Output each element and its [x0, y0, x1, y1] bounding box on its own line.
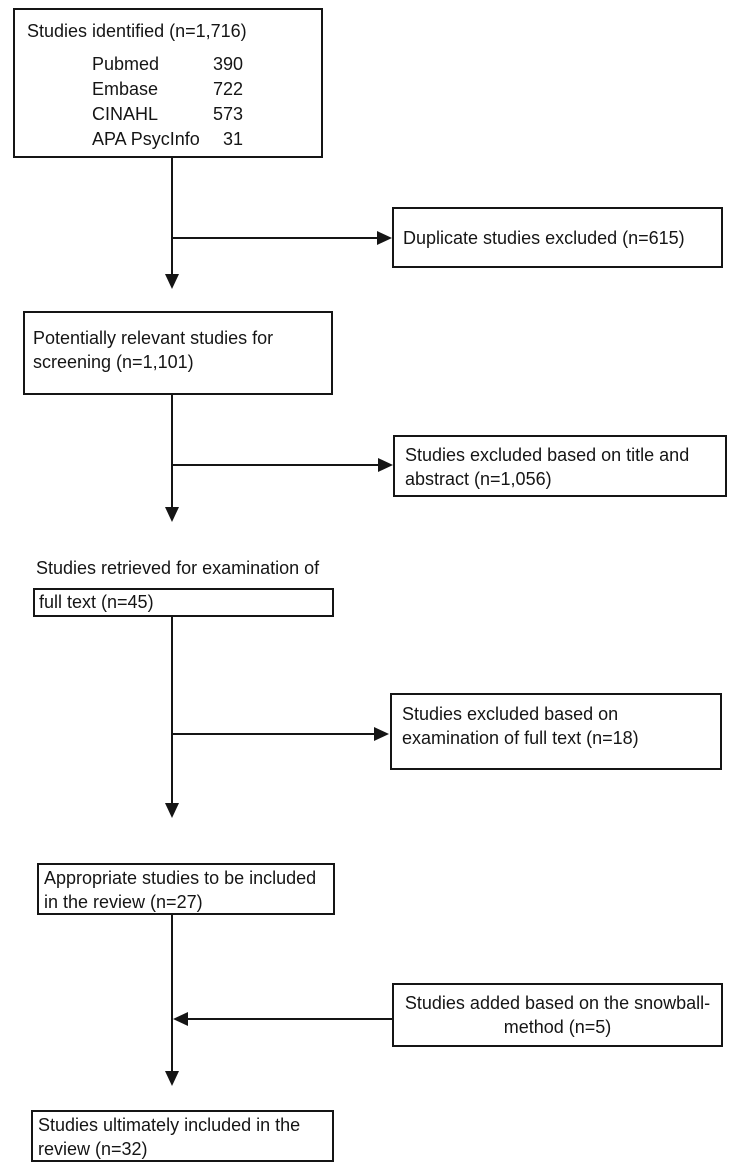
source-name: APA PsycInfo [92, 129, 200, 149]
connector-snowball-merge [188, 1018, 392, 1020]
box-duplicates-excluded: Duplicate studies excluded (n=615) [392, 207, 723, 268]
source-name: Pubmed [92, 54, 160, 74]
fulltext-retrieved-boxed-line: full text (n=45) [39, 592, 154, 612]
source-name: Embase [92, 79, 159, 99]
box-snowball-added: Studies added based on the snowball- met… [392, 983, 723, 1047]
source-name: CINAHL [92, 104, 159, 124]
excluded-fulltext-text: Studies excluded based on examination of… [402, 704, 639, 748]
down-arrowhead-icon [165, 1071, 179, 1086]
connector-branch-to-duplicates [172, 237, 377, 239]
snowball-added-text: Studies added based on the snowball- met… [404, 993, 711, 1037]
source-row-apa-psycinfo: APA PsycInfo 31 [92, 127, 243, 152]
box-fulltext-retrieved: full text (n=45) [33, 588, 334, 617]
source-row-cinahl: CINAHL 573 [92, 102, 243, 127]
connector-branch-to-fulltext-excluded [172, 733, 374, 735]
box-appropriate-studies: Appropriate studies to be included in th… [37, 863, 335, 915]
source-count: 722 [212, 79, 243, 99]
source-row-embase: Embase 722 [92, 77, 243, 102]
right-arrowhead-icon [374, 727, 389, 741]
down-arrowhead-icon [165, 274, 179, 289]
box-screening: Potentially relevant studies for screeni… [23, 311, 333, 395]
down-arrowhead-icon [165, 803, 179, 818]
connector-appropriate-to-final [171, 915, 173, 1073]
connector-fulltext-to-appropriate [171, 615, 173, 805]
source-list: Pubmed 390 Embase 722 CINAHL 573 APA Psy… [92, 52, 243, 152]
connector-branch-to-title-abstract-excluded [172, 464, 378, 466]
right-arrowhead-icon [378, 458, 393, 472]
down-arrowhead-icon [165, 507, 179, 522]
box-studies-identified: Studies identified (n=1,716) Pubmed 390 … [13, 8, 323, 158]
duplicates-excluded-text: Duplicate studies excluded (n=615) [403, 227, 685, 248]
final-included-text: Studies ultimately included in the revie… [38, 1115, 301, 1159]
box-excluded-title-abstract: Studies excluded based on title and abst… [393, 435, 727, 497]
fulltext-retrieved-overflow-line: Studies retrieved for examination of [36, 558, 320, 578]
appropriate-studies-text: Appropriate studies to be included in th… [44, 868, 317, 912]
source-count: 31 [222, 129, 243, 149]
screening-text: Potentially relevant studies for screeni… [33, 328, 274, 372]
source-count: 390 [212, 54, 243, 74]
source-count: 573 [212, 104, 243, 124]
left-arrowhead-icon [173, 1012, 188, 1026]
studies-identified-title: Studies identified (n=1,716) [27, 21, 247, 41]
source-row-pubmed: Pubmed 390 [92, 52, 243, 77]
connector-screening-to-fulltext [171, 395, 173, 507]
box-final-included: Studies ultimately included in the revie… [31, 1110, 334, 1162]
box-excluded-fulltext: Studies excluded based on examination of… [390, 693, 722, 770]
connector-identified-to-screening [171, 158, 173, 276]
excluded-title-abstract-text: Studies excluded based on title and abst… [405, 445, 690, 489]
right-arrowhead-icon [377, 231, 392, 245]
